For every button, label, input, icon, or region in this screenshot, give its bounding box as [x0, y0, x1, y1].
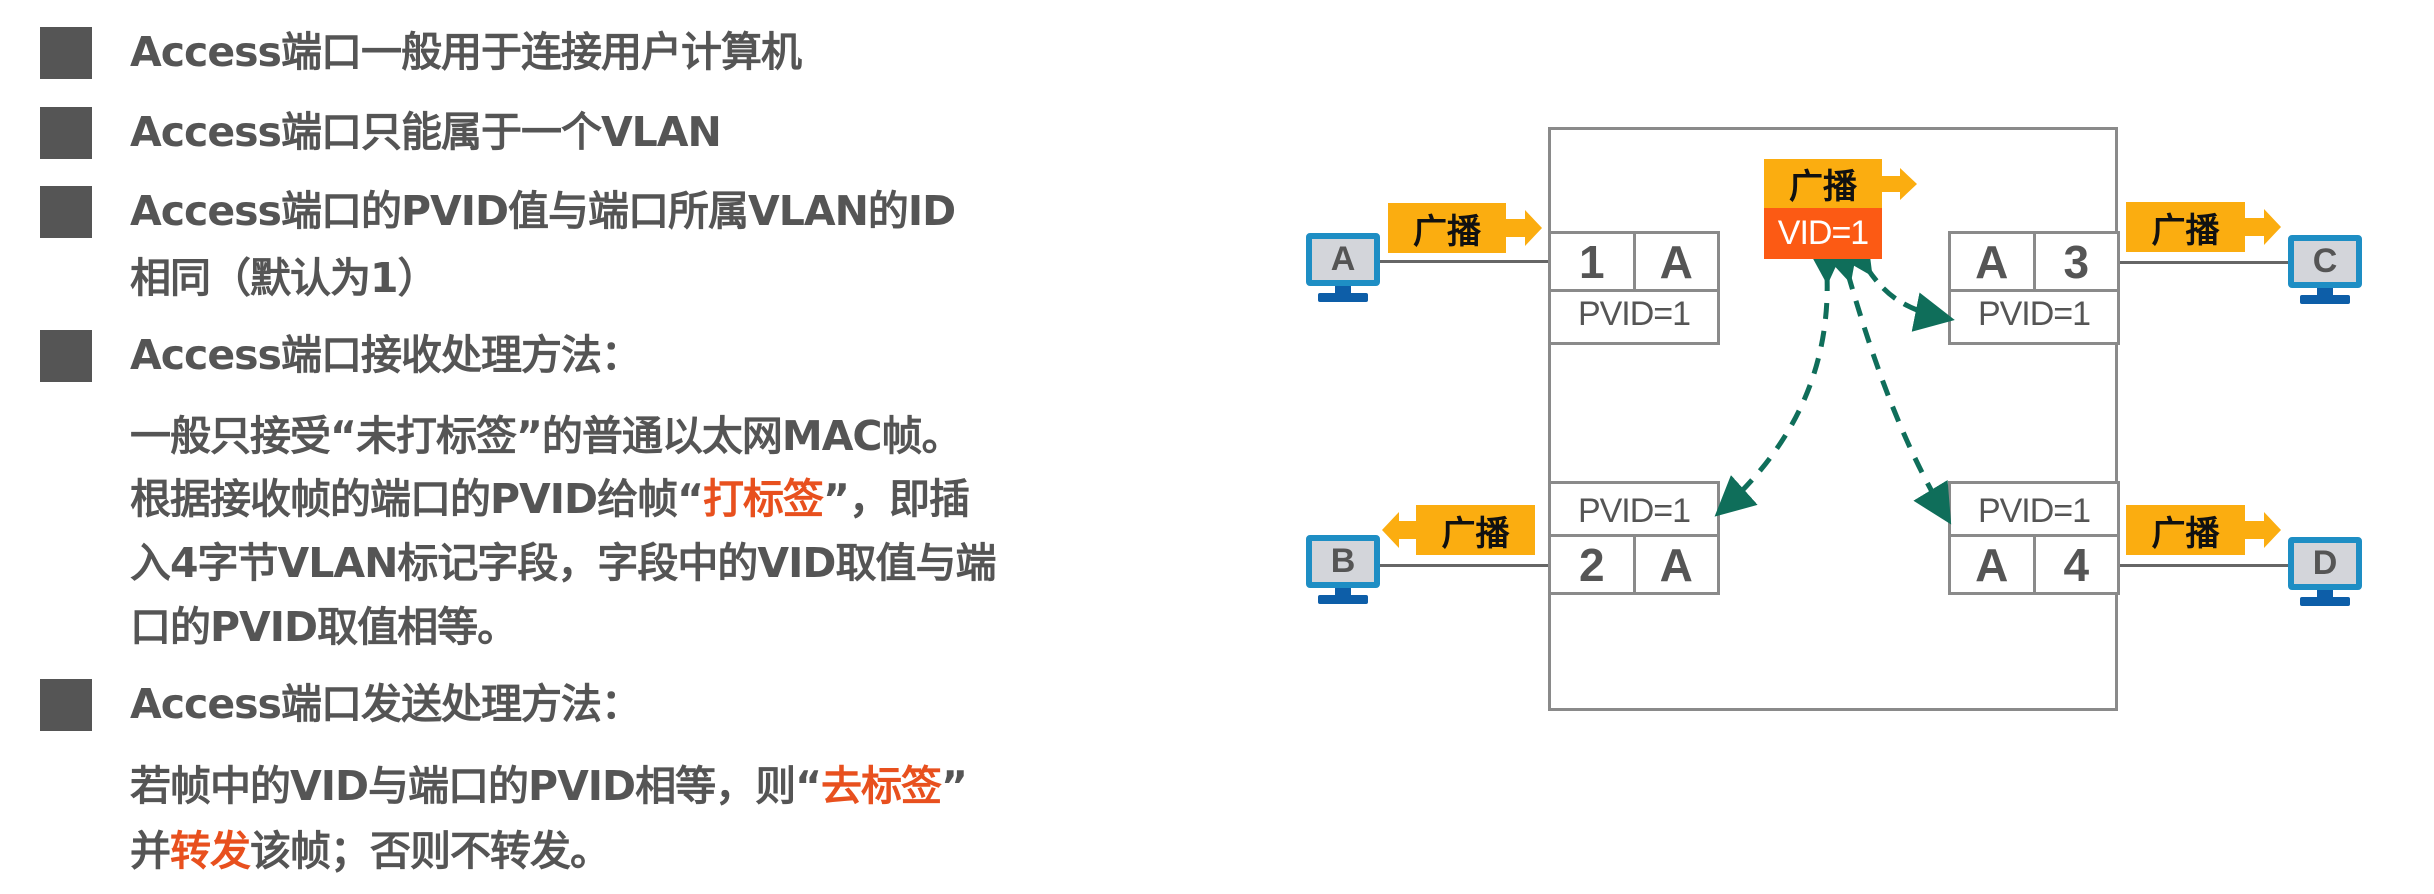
dashed-arrow-to-port-2	[1714, 244, 1846, 517]
tagged-frame-vid: VID=1	[1764, 208, 1882, 259]
bullet-4-sub2-post: ”，即插	[823, 475, 970, 523]
bullet-5-title: Access端口发送处理方法：	[130, 680, 642, 728]
port-3: A 3 PVID=1	[1948, 231, 2120, 345]
monitor-stand	[2317, 288, 2333, 295]
port-pvid: PVID=1	[1577, 295, 1691, 333]
bullet-4-title: Access端口接收处理方法：	[130, 331, 642, 379]
arrow-left-icon	[1382, 512, 1416, 548]
computer-a-icon: A	[1306, 233, 1380, 286]
port-4: PVID=1 A 4	[1948, 481, 2120, 595]
highlight-untag: 去标签	[821, 762, 942, 810]
arrow-right-icon	[1882, 168, 1917, 200]
arrow-right-icon	[2245, 512, 2281, 548]
broadcast-label-c: 广播	[2126, 202, 2245, 252]
port-type: A	[1632, 234, 1718, 289]
bullet-5-sub2-post: 该帧；否则不转发。	[250, 827, 611, 875]
computer-d-icon: D	[2288, 537, 2362, 590]
bullet-3-line2: 相同（默认为1）	[130, 254, 439, 302]
arrow-right-icon	[1505, 210, 1542, 246]
port-pvid: PVID=1	[1977, 295, 2091, 333]
tagged-frame-label: 广播	[1764, 159, 1882, 208]
monitor-stand	[1335, 286, 1351, 293]
bullet-5-sub1: 若帧中的VID与端口的PVID相等，则“去标签”	[130, 760, 968, 812]
port-number: 4	[2032, 537, 2118, 592]
monitor-base	[2300, 597, 2350, 606]
bullet-5-sub2-pre: 并	[130, 827, 171, 875]
bullet-5-sub2: 并转发该帧；否则不转发。	[130, 825, 611, 877]
bullet-square-icon	[40, 330, 92, 382]
broadcast-label-d: 广播	[2126, 505, 2245, 555]
port-type: A	[1975, 235, 2009, 288]
computer-c-icon: C	[2288, 235, 2362, 288]
monitor-stand	[1335, 588, 1351, 595]
bullet-2-text: Access端口只能属于一个VLAN	[130, 108, 722, 156]
bullet-4-sub2: 根据接收帧的端口的PVID给帧“打标签”，即插	[130, 473, 970, 525]
highlight-forward: 转发	[170, 827, 251, 875]
bullet-1-text: Access端口一般用于连接用户计算机	[130, 28, 802, 76]
port-number: 2	[1578, 538, 1605, 591]
bullet-5-sub1-pre: 若帧中的VID与端口的PVID相等，则“	[130, 762, 822, 810]
port-number: 1	[1578, 235, 1605, 288]
link-a	[1380, 260, 1548, 263]
port-1: 1 A PVID=1	[1548, 231, 1720, 345]
broadcast-label-b: 广播	[1416, 505, 1535, 555]
monitor-stand	[2317, 590, 2333, 597]
link-d	[2120, 564, 2288, 567]
arrow-right-icon	[2245, 209, 2281, 245]
port-number: 3	[2032, 234, 2118, 289]
highlight-tagging: 打标签	[703, 475, 824, 523]
monitor-base	[1318, 293, 1368, 302]
bullet-square-icon	[40, 679, 92, 731]
port-2: PVID=1 2 A	[1548, 481, 1720, 595]
bullet-square-icon	[40, 107, 92, 159]
bullet-4-sub1: 一般只接受“未打标签”的普通以太网MAC帧。	[130, 412, 963, 460]
dashed-arrow-to-port-3	[1833, 231, 1955, 332]
port-pvid: PVID=1	[1977, 492, 2091, 530]
monitor-base	[1318, 595, 1368, 604]
bullet-4-sub4: 口的PVID取值相等。	[130, 603, 518, 651]
monitor-base	[2300, 295, 2350, 304]
bullet-square-icon	[40, 186, 92, 238]
link-c	[2120, 261, 2288, 264]
port-type: A	[1632, 537, 1718, 592]
bullet-4-sub2-pre: 根据接收帧的端口的PVID给帧“	[130, 475, 704, 523]
bullet-square-icon	[40, 27, 92, 79]
dashed-arrow-to-port-4	[1820, 239, 1952, 525]
bullet-3-line1: Access端口的PVID值与端口所属VLAN的ID	[130, 187, 956, 235]
broadcast-label-a: 广播	[1388, 203, 1506, 253]
bullet-5-sub1-post: ”	[941, 762, 968, 810]
computer-b-icon: B	[1306, 535, 1380, 588]
link-b	[1380, 564, 1548, 567]
port-type: A	[1975, 538, 2009, 591]
port-pvid: PVID=1	[1577, 492, 1691, 530]
bullet-4-sub3: 入4字节VLAN标记字段，字段中的VID取值与端	[130, 539, 996, 587]
